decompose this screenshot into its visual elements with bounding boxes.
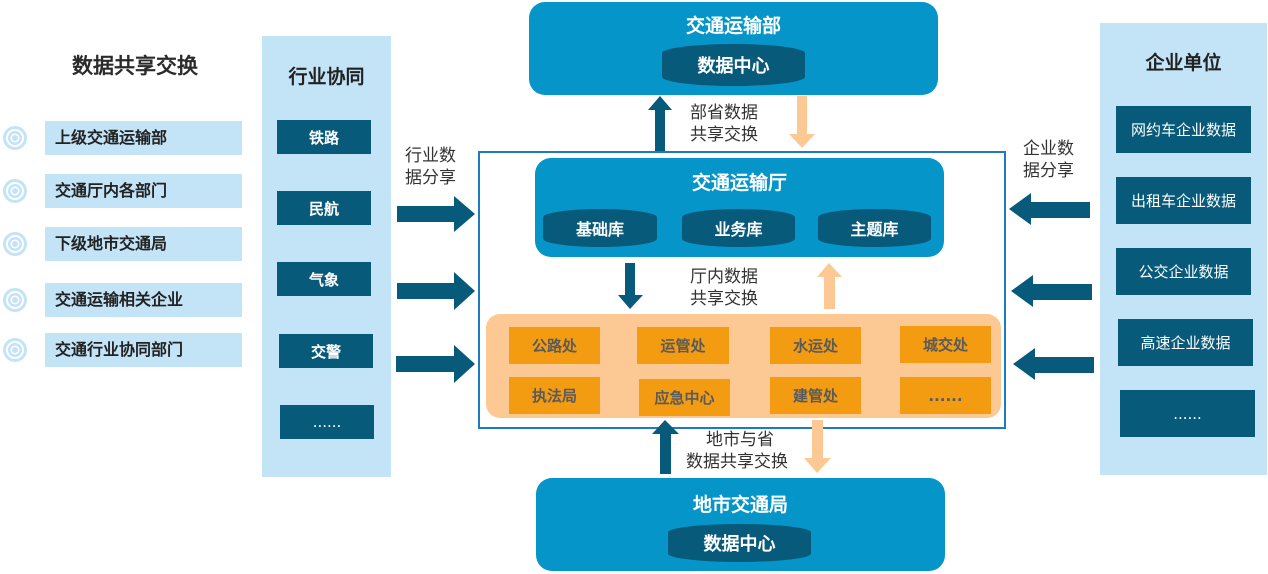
legend-item: 交通运输相关企业 [0,283,245,317]
industry-arrows [396,196,475,383]
city-exchange-caption: 地市与省 数据共享交换 [686,429,788,473]
caption-line: 共享交换 [690,125,758,145]
enterprise-panel: 企业单位 网约车企业数据 出租车企业数据 公交企业数据 高速企业数据 .....… [1100,23,1267,475]
city-bureau-title: 地市交通局 [692,494,788,516]
caption-line: 地市与省 [706,430,774,450]
up-arrow-icon [652,420,679,474]
down-arrow-icon [789,96,815,148]
database-icon: 数据中心 [662,44,805,86]
enterprise-item: 高速企业数据 [1118,319,1253,366]
right-arrow-icon [396,345,475,383]
industry-panel-title: 行业协同 [288,66,365,88]
legend-item: 交通厅内各部门 [0,174,245,208]
left-arrow-icon [1009,193,1090,225]
database-icon: 数据中心 [668,524,811,562]
ministry-title: 交通运输部 [685,15,781,37]
legend-label: 交通厅内各部门 [45,174,242,208]
up-arrow-icon [648,96,672,152]
target-icon [3,179,27,203]
legend-item: 上级交通运输部 [0,121,245,155]
up-arrow-icon [817,263,842,309]
division-item: 应急中心 [639,379,730,416]
department-exchange-caption: 厅内数据 共享交换 [690,266,758,310]
ministry-box: 交通运输部 数据中心 [529,2,938,95]
database-label: 主题库 [850,220,899,239]
department-box: 交通运输厅 基础库 业务库 主题库 [535,158,944,257]
industry-item: 铁路 [277,120,371,154]
division-item: 运管处 [637,327,729,364]
enterprise-item: 出租车企业数据 [1116,177,1251,224]
caption-line: 共享交换 [690,289,758,309]
legend-title: 数据共享交换 [72,54,198,78]
down-arrow-icon [804,420,831,473]
caption-line: 企业数 [1023,139,1074,159]
caption-line: 部省数据 [690,103,758,123]
ministry-db-label: 数据中心 [697,56,770,77]
city-db-label: 数据中心 [703,534,776,555]
enterprise-arrow-caption: 企业数 据分享 [1023,138,1074,182]
caption-line: 据分享 [1023,161,1074,181]
division-item: 城交处 [900,326,991,363]
industry-item: ...... [280,405,374,439]
department-exchange-arrows [618,263,842,309]
legend-label: 上级交通运输部 [45,121,242,155]
industry-arrow-caption: 行业数 据分享 [405,145,456,189]
target-icon [3,338,27,362]
down-arrow-icon [618,263,643,309]
division-item: 水运处 [770,327,861,364]
right-arrow-icon [397,196,475,232]
legend-item: 下级地市交通局 [0,227,245,261]
target-icon [3,232,27,256]
industry-item: 交警 [279,334,373,368]
department-title: 交通运输厅 [691,172,787,194]
enterprise-panel-title: 企业单位 [1145,52,1222,74]
database-icon: 业务库 [682,209,795,247]
enterprise-item: 网约车企业数据 [1116,106,1251,153]
database-icon: 基础库 [543,209,657,247]
city-bureau-box: 地市交通局 数据中心 [536,478,945,571]
division-item: 公路处 [509,327,600,364]
division-item: 建管处 [770,377,861,414]
legend-item: 交通行业协同部门 [0,333,245,367]
caption-line: 厅内数据 [690,267,758,287]
target-icon [3,288,27,312]
ministry-exchange-caption: 部省数据 共享交换 [690,102,758,146]
legend-label: 交通运输相关企业 [45,283,242,317]
database-label: 业务库 [714,220,763,239]
left-arrow-icon [1013,348,1094,380]
target-icon [3,126,27,150]
left-arrow-icon [1011,275,1092,307]
database-icon: 主题库 [818,209,931,247]
industry-item: 民航 [277,191,371,225]
enterprise-item: 公交企业数据 [1116,248,1251,295]
enterprise-item: ...... [1120,390,1255,437]
industry-panel: 行业协同 铁路 民航 气象 交警 ...... [262,36,391,477]
divisions-group: 公路处 运管处 水运处 城交处 执法局 应急中心 建管处 ...... [486,314,1001,418]
caption-line: 数据共享交换 [686,452,788,472]
industry-item: 气象 [277,262,371,296]
city-exchange-arrows [652,420,831,474]
ministry-exchange-arrows [648,96,815,152]
enterprise-arrows [1009,193,1094,380]
caption-line: 行业数 [405,146,456,166]
division-item: 执法局 [509,377,600,414]
provincial-frame [478,151,1006,429]
caption-line: 据分享 [405,168,456,188]
legend-label: 交通行业协同部门 [45,333,242,367]
legend-label: 下级地市交通局 [45,227,242,261]
division-item: ...... [900,377,991,414]
database-label: 基础库 [575,220,624,239]
right-arrow-icon [397,272,475,310]
